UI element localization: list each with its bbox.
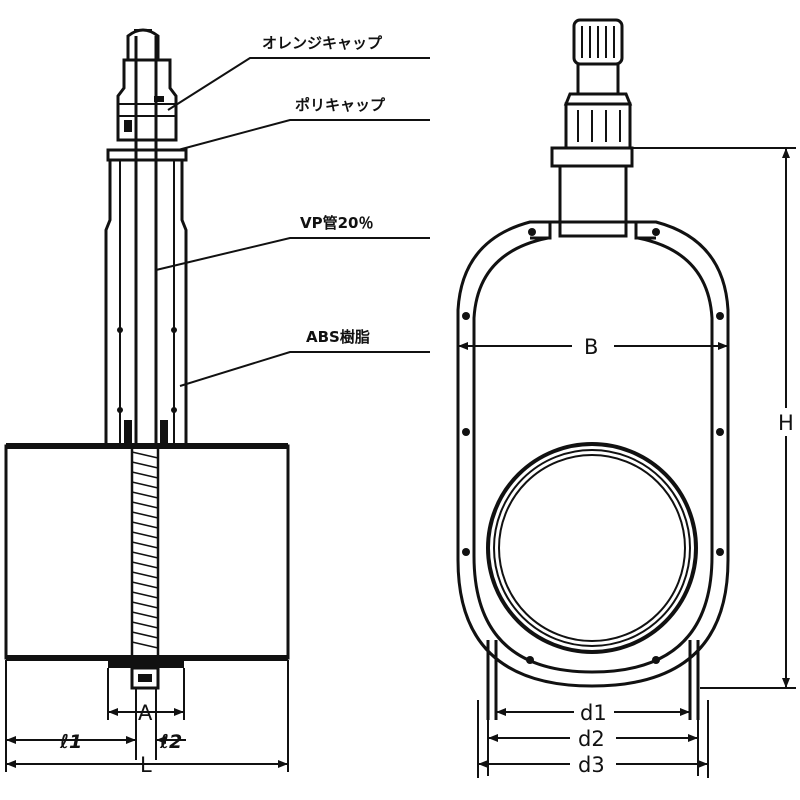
callouts: オレンジキャップ ポリキャップ VP管20％ ABS樹脂: [155, 34, 430, 387]
front-view: B H d1 d2 d3: [456, 18, 796, 778]
dim-H-label: H: [778, 411, 794, 435]
callout-orange-cap: オレンジキャップ: [262, 34, 383, 52]
dim-l1-label: ℓ1: [59, 731, 82, 753]
dim-L-label: L: [140, 753, 152, 777]
dim-B-label: B: [584, 335, 598, 359]
dim-d2-label: d2: [578, 727, 605, 751]
callout-poly-cap: ポリキャップ: [295, 96, 386, 114]
callout-vp-pipe: VP管20％: [300, 214, 373, 232]
dim-d3-label: d3: [578, 753, 605, 777]
callout-abs-resin: ABS樹脂: [306, 328, 370, 346]
dim-d1-label: d1: [580, 701, 607, 725]
side-section-view: A ℓ1 ℓ2 L: [4, 28, 290, 777]
dim-A-label: A: [138, 701, 153, 725]
dim-l2-label: ℓ2: [159, 731, 182, 753]
